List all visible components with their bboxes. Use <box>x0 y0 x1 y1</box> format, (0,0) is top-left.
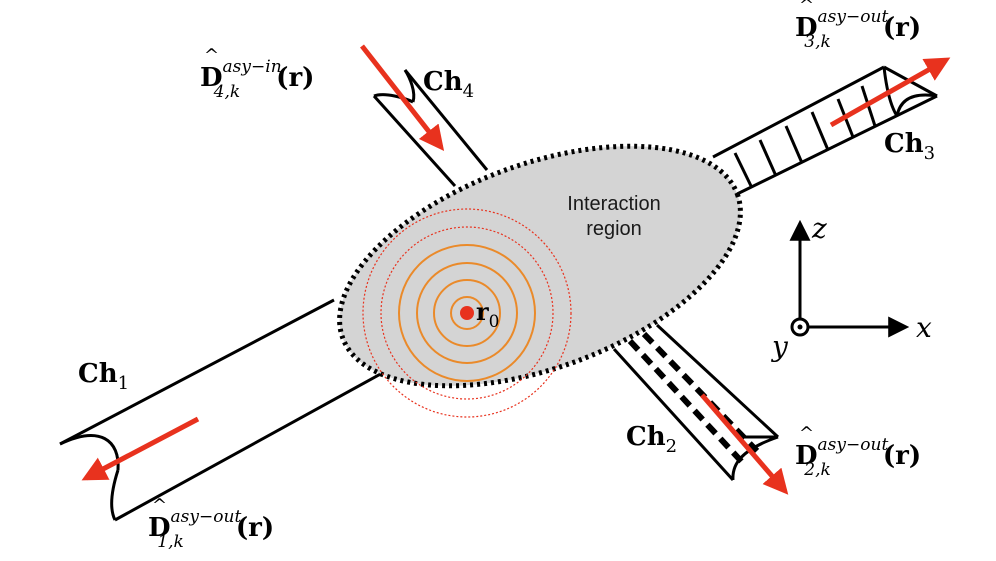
arrow-ch1 <box>81 416 200 481</box>
hat-ch1: ^ <box>152 495 167 516</box>
coordinate-axes <box>789 219 910 338</box>
x-axis-label: x <box>916 311 932 344</box>
field-arrows <box>81 44 951 495</box>
ch4-label: Ch4 <box>423 67 474 102</box>
channel-2 <box>612 323 780 482</box>
channel-1 <box>59 298 387 522</box>
origin-point <box>460 306 474 320</box>
channel-4 <box>372 69 489 188</box>
z-axis-label: z <box>811 212 827 245</box>
origin-label: r0 <box>476 297 499 332</box>
region-label-line1: Interaction <box>567 193 660 215</box>
ch3-label: Ch3 <box>884 129 935 164</box>
wavefront-rings <box>362 208 572 418</box>
ch1-label: Ch1 <box>78 359 129 394</box>
arrow-ch4 <box>360 44 445 151</box>
arrow-ch3 <box>829 57 951 128</box>
ch2-label: Ch2 <box>626 422 677 457</box>
arrow-ch2 <box>700 393 789 495</box>
region-label-line2: region <box>586 218 642 240</box>
hat-ch4: ^ <box>204 45 219 66</box>
interaction-region <box>337 143 743 389</box>
y-axis-label: y <box>770 330 789 363</box>
hat-ch2: ^ <box>799 423 814 444</box>
hat-ch3: ^ <box>799 0 814 16</box>
